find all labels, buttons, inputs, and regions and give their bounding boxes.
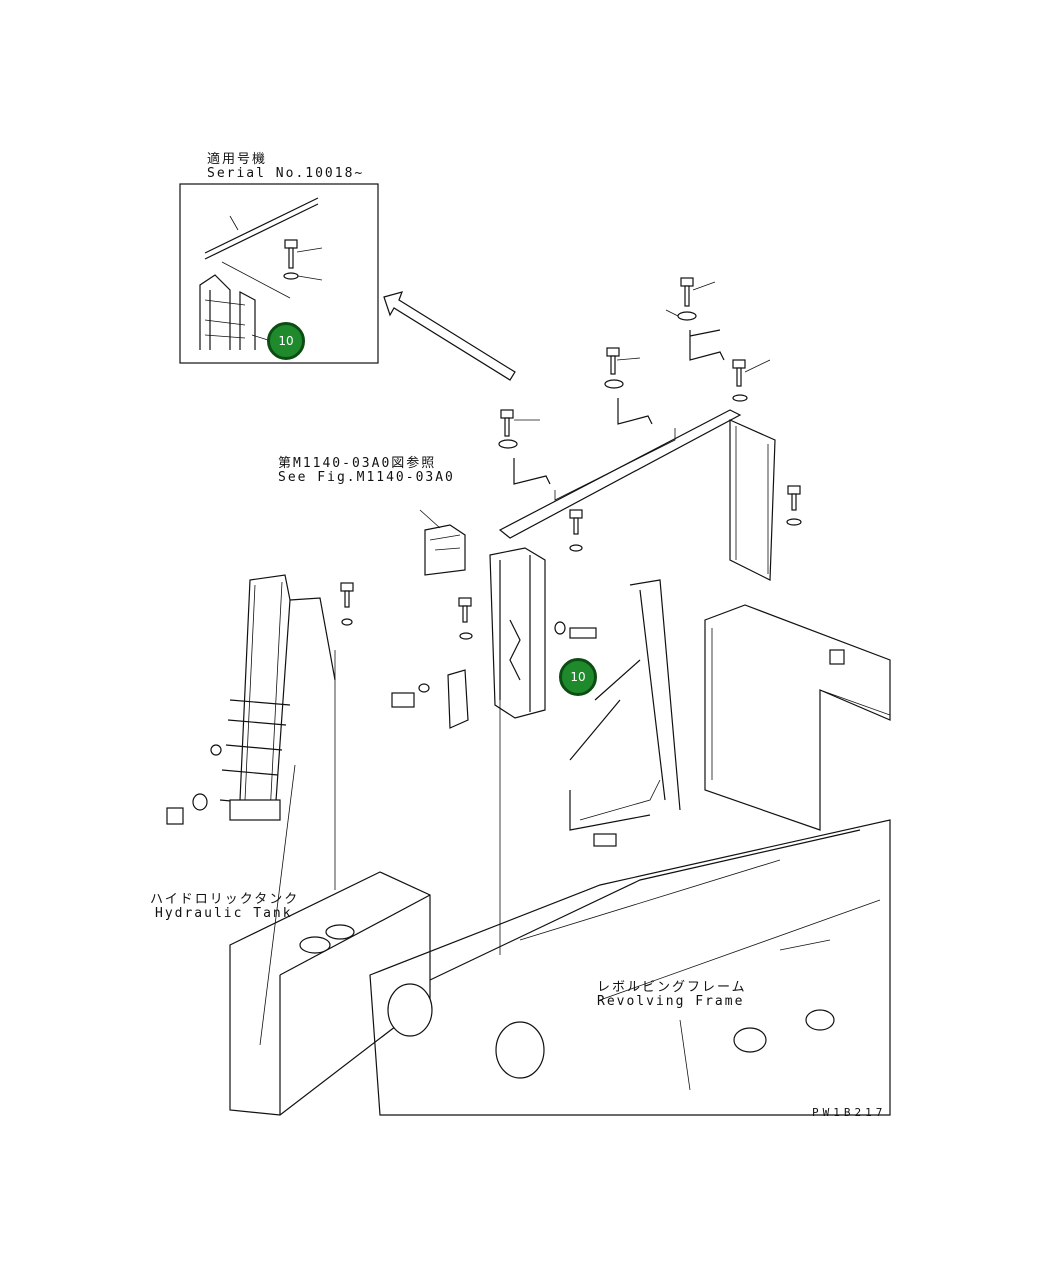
serial-label-jp: 適用号機 (207, 152, 268, 167)
left-ladder (166, 574, 336, 825)
center-column (391, 524, 597, 729)
leader-lines (259, 509, 501, 1046)
serial-label-en: Serial No.10018~ (207, 166, 365, 181)
right-structure (704, 604, 891, 831)
see-figure-label-en: See Fig.M1140-03A0 (278, 470, 455, 485)
callout-part-10-main[interactable]: 10 (559, 658, 597, 696)
bolts-top (340, 277, 802, 640)
callout-part-10-inset[interactable]: 10 (267, 322, 305, 360)
hydraulic-tank (229, 871, 431, 1116)
handrail-frame (498, 409, 776, 581)
revolving-frame-label-en: Revolving Frame (597, 994, 745, 1009)
arrow-to-inset (383, 291, 516, 381)
see-figure-label-jp: 第M1140-03A0図参照 (278, 456, 437, 471)
drawing-code: PW1B217 (812, 1106, 887, 1119)
revolving-frame (369, 819, 891, 1116)
inset-detail (179, 183, 379, 364)
hydraulic-tank-label-en: Hydraulic Tank (155, 906, 293, 921)
revolving-frame-label-jp: レボルビングフレーム (597, 980, 747, 995)
hydraulic-tank-label-jp: ハイドロリックタンク (150, 892, 300, 907)
right-ladder (569, 579, 681, 847)
